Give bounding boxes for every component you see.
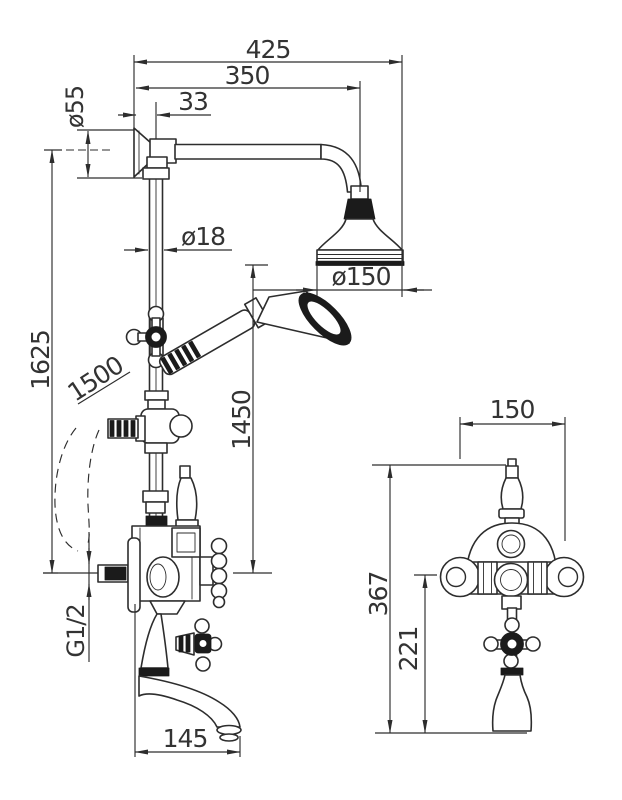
dim-label-dia150: ø150 (331, 262, 390, 291)
front-view-valve (439, 458, 585, 732)
wall-inlet (97, 537, 141, 613)
dim-label-150: 150 (490, 395, 535, 424)
column-union (142, 490, 169, 527)
front-temp-ring (496, 529, 526, 559)
shower-arm (142, 138, 363, 193)
hose-outlet-dome (146, 556, 180, 598)
front-cross-handle (483, 595, 541, 669)
dim-label-33: 33 (178, 87, 208, 116)
dim-33 (118, 102, 211, 139)
dim-145 (134, 604, 241, 757)
dim-label-367: 367 (364, 572, 393, 617)
front-lever-handle (498, 458, 525, 528)
mixer-side-handle (199, 537, 228, 609)
dimension-annotations-main: 425 350 33 ø55 ø18 ø (26, 35, 432, 757)
front-wall-unions (439, 556, 585, 598)
dim-150 (459, 417, 566, 541)
dim-label-350: 350 (225, 61, 270, 90)
dim-label-1625: 1625 (26, 330, 55, 390)
diverter-cross-handle (175, 618, 223, 672)
hand-shower (158, 290, 352, 376)
dim-label-145: 145 (163, 724, 208, 753)
hose-supply-elbow (107, 390, 193, 454)
dim-367 (372, 464, 527, 734)
dimension-annotations-front: 150 367 221 (364, 395, 566, 734)
dim-label-1450: 1450 (227, 390, 256, 450)
dim-label-425: 425 (246, 35, 291, 64)
dim-label-g12: G1/2 (62, 604, 90, 657)
tub-spout (138, 600, 242, 742)
dim-label-dia55: ø55 (61, 86, 89, 128)
dim-label-1500: 1500 (62, 350, 128, 407)
flexible-hose-dashed (54, 371, 131, 552)
dim-label-221: 221 (394, 627, 423, 672)
dim-221 (414, 574, 437, 734)
overhead-shower-head (315, 185, 405, 266)
dim-dia150 (253, 266, 432, 296)
mixer-lever-handle (175, 465, 199, 529)
front-hub (493, 562, 529, 598)
dim-350 (135, 81, 361, 192)
front-spout-drop (491, 667, 533, 732)
main-view-shower-column (97, 127, 405, 742)
dim-dia55 (66, 129, 142, 179)
dim-label-dia18: ø18 (181, 222, 225, 251)
